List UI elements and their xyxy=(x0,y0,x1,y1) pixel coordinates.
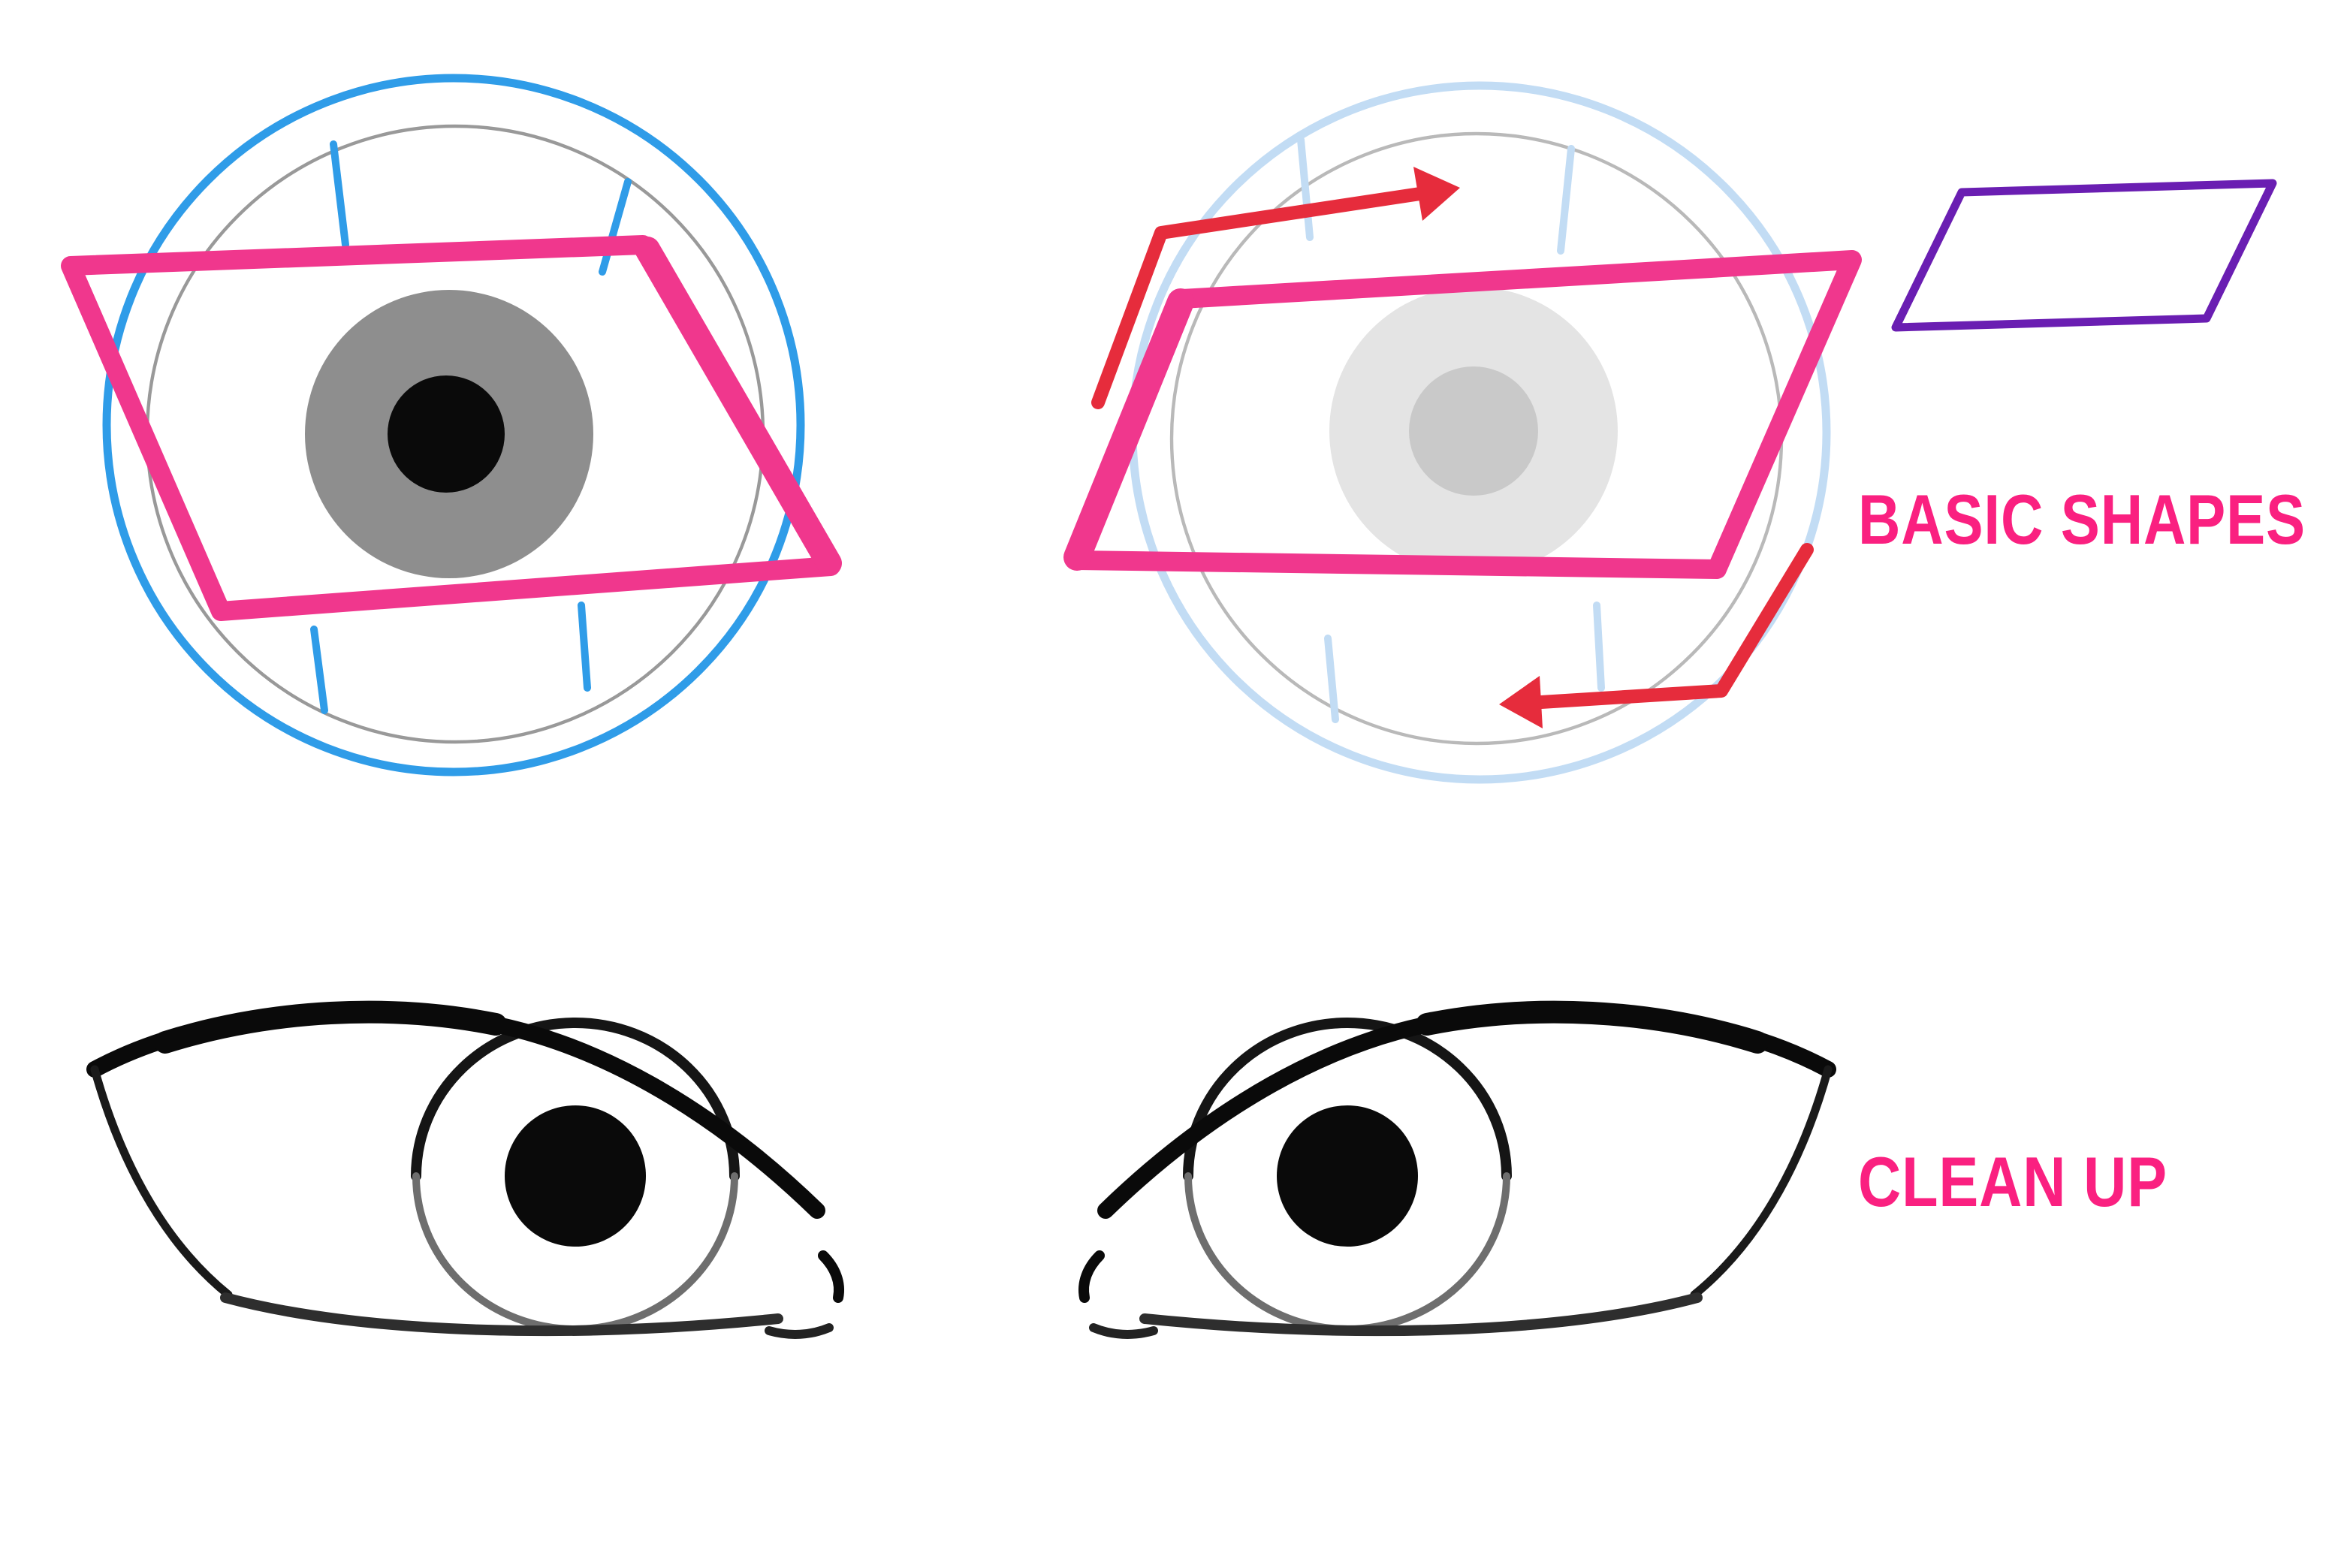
pupil xyxy=(505,1105,646,1247)
clean-up-label: CLEAN UP xyxy=(1858,1142,2167,1221)
tick-mark xyxy=(330,140,349,249)
clean-eye-left xyxy=(86,1000,844,1339)
outer-corner-stroke xyxy=(90,1065,233,1299)
construction-circle xyxy=(102,74,805,776)
inner-corner-dash xyxy=(765,1323,834,1339)
basic-shapes-label: BASIC SHAPES xyxy=(1858,480,2306,559)
lower-eyelid xyxy=(220,1292,783,1337)
tick-mark xyxy=(599,178,632,276)
inner-corner-mark xyxy=(818,1250,844,1303)
pupil xyxy=(388,375,505,493)
tick-mark xyxy=(578,602,591,692)
eyelid-parallelogram-thick-edge xyxy=(1063,288,1194,571)
pupil xyxy=(1409,366,1538,496)
tick-mark xyxy=(1324,635,1339,723)
construction-eye-left xyxy=(61,74,842,776)
iris-outline-upper xyxy=(411,1018,740,1181)
construction-eye-right xyxy=(1063,81,1862,784)
tick-mark xyxy=(1557,145,1575,255)
stroke-direction-arrows xyxy=(1091,167,1814,728)
upper-eyelid-thick xyxy=(154,1000,507,1054)
clean-eye-right xyxy=(1084,1012,1828,1334)
eyelid-parallelogram-thick-edge xyxy=(635,237,842,576)
arrowhead-icon xyxy=(1499,676,1543,728)
tick-mark xyxy=(1297,136,1314,241)
arrowhead-icon xyxy=(1413,167,1460,221)
tick-mark xyxy=(310,626,328,714)
stroke-direction-arrow-bottom xyxy=(1522,543,1814,710)
parallelogram-reference xyxy=(1891,179,2277,332)
stroke-direction-arrow-top xyxy=(1091,185,1437,409)
tick-mark xyxy=(1593,602,1605,692)
